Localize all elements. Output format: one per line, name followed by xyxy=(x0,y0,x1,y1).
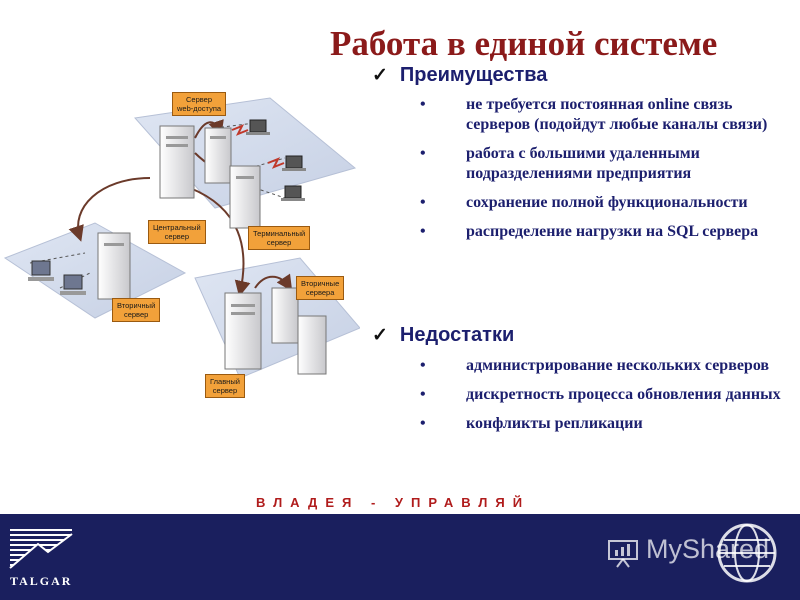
list-item: •сохранение полной функциональности xyxy=(420,194,748,211)
slide-title: Работа в единой системе xyxy=(330,24,718,63)
bullet-icon: • xyxy=(420,415,426,432)
disadvantages-heading: ✓ Недостатки xyxy=(372,324,514,347)
bullet-icon: • xyxy=(420,223,426,240)
globe-logo-icon xyxy=(717,523,777,583)
network-diagram: Сервер web-доступа Центральный сервер Те… xyxy=(0,78,361,413)
talgar-logo-text: TALGAR xyxy=(10,574,73,588)
footer-bar xyxy=(0,514,800,600)
presentation-icon xyxy=(608,540,638,568)
laptop-icon xyxy=(282,155,306,171)
workstation-icon xyxy=(28,260,54,281)
list-item: •распределение нагрузки на SQL сервера xyxy=(420,223,759,240)
bullet-icon: • xyxy=(420,194,426,211)
list-item: •конфликты репликации xyxy=(420,415,643,432)
slogan: ВЛАДЕЯ - УПРАВЛЯЙ xyxy=(256,495,531,510)
bullet-icon: • xyxy=(420,145,426,162)
server-icon xyxy=(204,127,232,184)
bullet-icon: • xyxy=(420,96,426,113)
server-icon xyxy=(297,315,327,375)
list-item: •администрирование нескольких серверов xyxy=(420,357,770,374)
talgar-logo-icon xyxy=(8,526,74,572)
network-plane xyxy=(3,222,187,319)
list-item: •не требуется постоянная online связь се… xyxy=(420,96,768,133)
label-secondary-server: Вторичный сервер xyxy=(112,298,161,322)
server-icon xyxy=(271,287,299,344)
disadvantages-heading-text: Недостатки xyxy=(399,324,515,346)
server-icon xyxy=(224,292,262,370)
server-icon xyxy=(159,125,195,199)
laptop-icon xyxy=(246,119,270,135)
replication-arrow xyxy=(68,177,151,242)
advantages-heading-text: Преимущества xyxy=(399,64,548,86)
checkmark-icon: ✓ xyxy=(372,325,388,346)
advantages-heading: ✓ Преимущества xyxy=(372,64,547,87)
label-central-server: Центральный сервер xyxy=(148,220,206,244)
label-secondary-servers: Вторичные сервера xyxy=(296,276,345,300)
lightning-icon xyxy=(231,124,249,136)
disadvantages-list: •администрирование нескольких серверов •… xyxy=(420,356,798,443)
server-icon xyxy=(229,165,261,229)
laptop-icon xyxy=(281,185,305,201)
replication-arrow xyxy=(189,187,251,297)
list-item: •работа с большими удаленными подразделе… xyxy=(420,145,700,182)
bullet-icon: • xyxy=(420,386,426,403)
advantages-list: •не требуется постоянная online связь се… xyxy=(420,95,798,251)
label-main-server: Главный сервер xyxy=(205,374,245,398)
server-icon xyxy=(97,232,131,300)
label-web-server: Сервер web-доступа xyxy=(172,92,227,116)
lightning-icon xyxy=(267,157,285,169)
workstation-icon xyxy=(60,274,86,295)
bullet-icon: • xyxy=(420,357,426,374)
checkmark-icon: ✓ xyxy=(372,65,388,86)
label-terminal-server: Терминальный сервер xyxy=(248,226,311,250)
replication-arrow xyxy=(254,273,293,292)
list-item: •дискретность процесса обновления данных xyxy=(420,386,781,403)
